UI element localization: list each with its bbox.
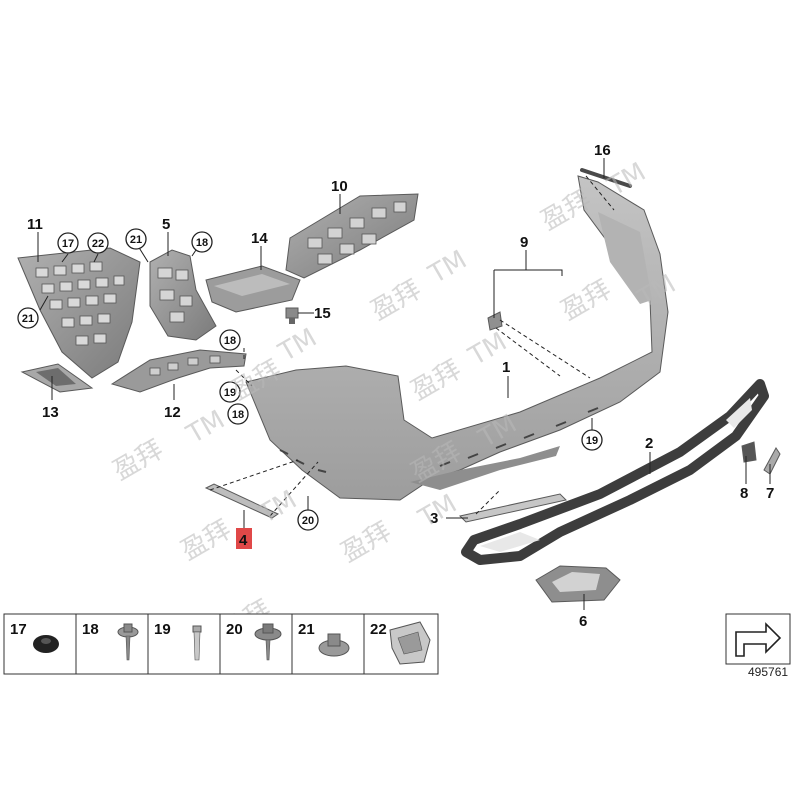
watermark-brand-9: 盈拜 <box>336 517 396 569</box>
svg-text:19: 19 <box>586 435 598 447</box>
flange-screw-icon <box>117 623 139 661</box>
callout-6: 6 <box>579 613 587 630</box>
circled-20-a: 20 <box>297 509 319 531</box>
part-14-underbody-panel-shape <box>205 265 301 313</box>
part-4-trim-strip-shape <box>204 483 280 519</box>
svg-text:19: 19 <box>154 621 171 638</box>
callout-15: 15 <box>314 305 331 322</box>
svg-text:20: 20 <box>226 621 243 638</box>
legend-cell-17: 17 <box>10 621 59 653</box>
svg-text:18: 18 <box>82 621 99 638</box>
watermark-tm-9: TM <box>413 489 462 535</box>
part-6-exhaust-tip-shape <box>535 565 621 603</box>
circled-18-a: 18 <box>191 231 213 253</box>
svg-text:17: 17 <box>10 621 27 638</box>
svg-text:21: 21 <box>130 234 142 246</box>
circled-19-a: 19 <box>219 381 241 403</box>
watermark-tm-6: TM <box>181 405 230 451</box>
watermark-brand-6: 盈拜 <box>108 435 168 487</box>
part-12-guide-rail-shape <box>110 349 247 393</box>
part-16-top-strip-shape <box>580 168 632 188</box>
part-13-trim-shape <box>20 363 94 393</box>
part-3-trim-strip-shape <box>459 493 567 523</box>
hex-nut-icon <box>318 633 350 657</box>
hardware-legend: 17 18 19 20 <box>3 613 439 675</box>
callout-labels: 1 2 3 5 6 7 8 9 10 11 12 13 14 15 16 <box>27 142 774 630</box>
watermark-tm-2: TM <box>423 245 472 291</box>
legend-cell-22: 22 <box>370 621 431 665</box>
callout-9: 9 <box>520 234 528 251</box>
part-2-diffuser-shape <box>461 379 769 565</box>
callout-3: 3 <box>430 510 438 527</box>
circled-callouts: 17 22 21 21 18 18 19 18 20 19 <box>17 228 603 531</box>
svg-text:19: 19 <box>224 387 236 399</box>
watermark-brand-3: 盈拜 <box>556 275 616 327</box>
callout-7: 7 <box>766 485 774 502</box>
collar-screw-icon <box>254 623 282 661</box>
callout-4-highlight-box <box>236 528 252 549</box>
callout-11: 11 <box>27 216 43 233</box>
callout-4-highlighted: 4 <box>236 528 252 549</box>
expanding-rivet-icon <box>192 625 202 661</box>
circled-19-b: 19 <box>581 429 603 451</box>
legend-cell-21: 21 <box>298 621 350 657</box>
circled-21-b: 21 <box>125 228 147 250</box>
callout-2: 2 <box>645 435 653 452</box>
svg-text:20: 20 <box>302 515 314 527</box>
callout-14: 14 <box>251 230 268 247</box>
svg-text:22: 22 <box>370 621 387 638</box>
svg-text:21: 21 <box>298 621 315 638</box>
watermark-brand-8: 盈拜 <box>176 515 236 567</box>
watermark-tm-4: TM <box>273 323 322 369</box>
part-8-insert-shape <box>741 441 757 463</box>
circled-21-a: 21 <box>17 307 39 329</box>
part-15-clip-shape <box>285 307 299 324</box>
circled-18-c: 18 <box>227 403 249 425</box>
svg-text:18: 18 <box>196 237 208 249</box>
part-5-corner-bracket-shape <box>149 249 217 341</box>
watermark-tm-8: TM <box>253 485 302 531</box>
callout-12: 12 <box>164 404 181 421</box>
orientation-symbol <box>725 613 791 665</box>
part-10-carrier-shape <box>285 193 419 279</box>
svg-text:18: 18 <box>224 335 236 347</box>
svg-text:21: 21 <box>22 313 34 325</box>
spring-clip-icon <box>389 621 431 665</box>
part-7-trim-shape <box>763 447 781 475</box>
part-11-left-bracket-shape <box>17 247 141 379</box>
svg-text:17: 17 <box>62 238 74 250</box>
legend-cell-18: 18 <box>82 621 139 661</box>
part-1-bumper-cover-shape <box>245 175 669 501</box>
legend-cell-19: 19 <box>154 621 202 661</box>
svg-text:22: 22 <box>92 238 104 250</box>
callout-8: 8 <box>740 485 748 502</box>
watermark-brand-2: 盈拜 <box>366 275 426 327</box>
circled-22-a: 22 <box>87 232 109 254</box>
callout-4: 4 <box>239 532 248 549</box>
circled-18-b: 18 <box>219 329 241 351</box>
watermark-brand-5: 盈拜 <box>406 355 466 407</box>
svg-text:18: 18 <box>232 409 244 421</box>
corner-arrow-icon <box>735 622 782 657</box>
legend-cell-20: 20 <box>226 621 282 661</box>
leader-lines <box>37 158 771 610</box>
part-9-clip-shape <box>487 311 503 331</box>
diagram-code: 495761 <box>748 665 788 679</box>
callout-10: 10 <box>331 178 348 195</box>
callout-5: 5 <box>162 216 170 233</box>
circled-17-a: 17 <box>57 232 79 254</box>
callout-13: 13 <box>42 404 59 421</box>
callout-16: 16 <box>594 142 611 159</box>
callout-1: 1 <box>502 359 510 376</box>
